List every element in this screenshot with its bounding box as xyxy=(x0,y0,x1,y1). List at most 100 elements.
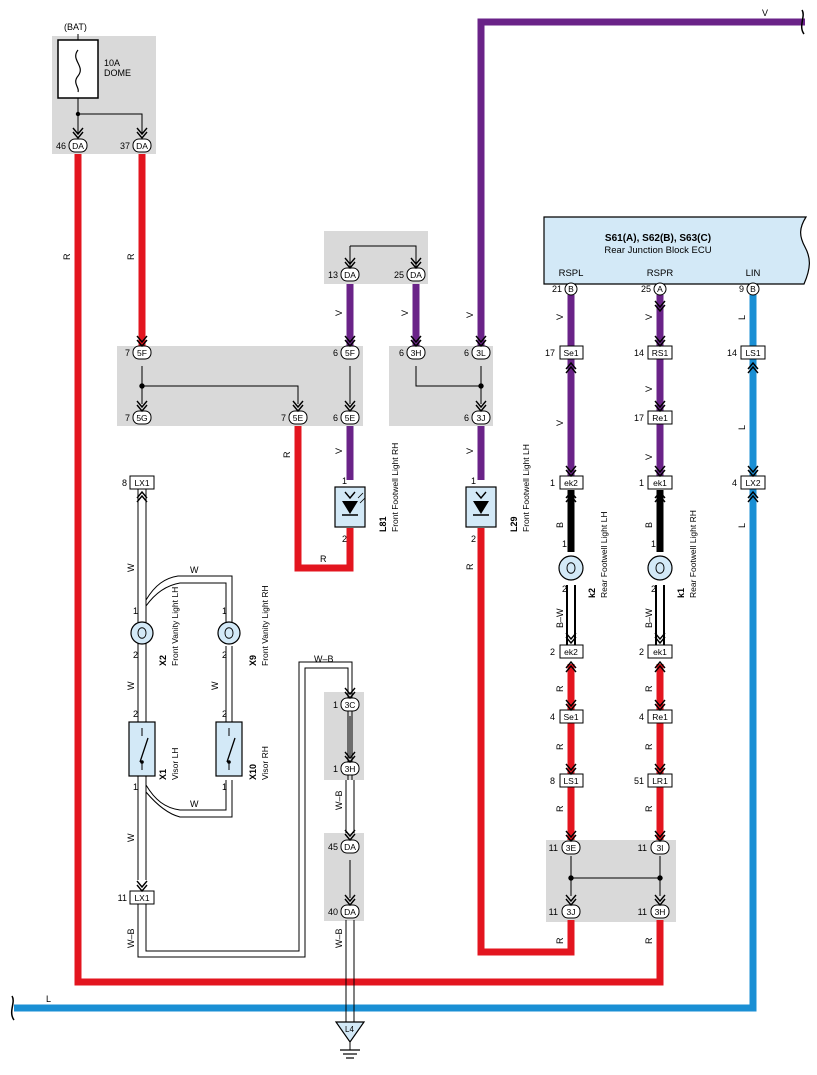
fuse-name: DOME xyxy=(104,68,131,78)
svg-text:6: 6 xyxy=(464,413,469,423)
svg-text:2: 2 xyxy=(550,647,555,657)
svg-text:37: 37 xyxy=(120,141,130,151)
svg-text:LX1: LX1 xyxy=(134,478,149,488)
connector-chevrons xyxy=(72,127,759,907)
svg-text:V: V xyxy=(334,310,344,316)
svg-text:2: 2 xyxy=(471,534,476,544)
svg-text:R: R xyxy=(282,451,292,458)
svg-text:B: B xyxy=(568,284,574,294)
svg-text:5F: 5F xyxy=(137,348,147,358)
svg-text:R: R xyxy=(320,554,327,564)
l81-id: L81 xyxy=(378,516,388,532)
svg-text:DA: DA xyxy=(72,141,84,151)
svg-text:2: 2 xyxy=(562,584,567,594)
front-footwell-light-lh: 1 2 L29 Front Footwell Light LH xyxy=(465,444,531,544)
connector-codes: DA DA DA DA 5F 5F 5G 5E 5E 3H 3L 3J LX1 … xyxy=(72,141,761,917)
svg-text:3H: 3H xyxy=(345,764,356,774)
svg-text:V: V xyxy=(334,448,344,454)
svg-text:DA: DA xyxy=(344,907,356,917)
svg-text:W–B: W–B xyxy=(334,790,344,810)
svg-text:R: R xyxy=(555,743,565,750)
svg-text:3I: 3I xyxy=(656,843,663,853)
svg-text:R: R xyxy=(555,805,565,812)
svg-text:21: 21 xyxy=(552,284,562,294)
svg-text:11: 11 xyxy=(118,893,127,903)
rear-footwell-light-lh: 1 2 k2 Rear Footwell Light LH xyxy=(558,512,609,598)
svg-text:ek2: ek2 xyxy=(564,647,578,657)
svg-text:1: 1 xyxy=(222,782,227,792)
fuse-10a-dome: (BAT) 10A DOME xyxy=(57,22,143,134)
svg-text:46: 46 xyxy=(56,141,66,151)
svg-text:R: R xyxy=(555,937,565,944)
svg-text:V: V xyxy=(762,8,768,18)
svg-text:14: 14 xyxy=(634,348,644,358)
svg-text:W: W xyxy=(126,563,136,572)
svg-text:3H: 3H xyxy=(655,907,666,917)
svg-text:R: R xyxy=(555,685,565,692)
svg-text:B–W: B–W xyxy=(644,608,654,628)
svg-text:LX1: LX1 xyxy=(134,893,149,903)
wire-blue-lin xyxy=(14,295,757,1012)
rear-footwell-light-rh: 1 2 k1 Rear Footwell Light RH xyxy=(647,510,698,598)
fuse-rating: 10A xyxy=(104,58,120,68)
svg-text:5G: 5G xyxy=(136,413,147,423)
x1-id: X1 xyxy=(158,769,168,780)
svg-text:25: 25 xyxy=(641,284,651,294)
k2-name: Rear Footwell Light LH xyxy=(599,512,609,598)
k1-id: k1 xyxy=(676,588,686,598)
svg-text:3J: 3J xyxy=(477,413,486,423)
svg-text:W: W xyxy=(210,681,220,690)
svg-text:B: B xyxy=(644,522,654,528)
ecu-terminal-lin: LIN xyxy=(746,268,761,279)
visor-rh-switch: 2 1 X10 Visor RH xyxy=(215,709,270,792)
svg-text:R: R xyxy=(465,563,475,570)
svg-text:1: 1 xyxy=(471,476,476,486)
x1-name: Visor LH xyxy=(170,748,180,780)
svg-text:2: 2 xyxy=(342,534,347,544)
svg-text:LR1: LR1 xyxy=(652,776,668,786)
svg-text:V: V xyxy=(644,386,654,392)
svg-text:W: W xyxy=(190,799,199,809)
k2-id: k2 xyxy=(587,588,597,598)
svg-text:ek1: ek1 xyxy=(653,647,667,657)
svg-text:7: 7 xyxy=(125,413,130,423)
l29-name: Front Footwell Light LH xyxy=(521,444,531,532)
svg-text:V: V xyxy=(644,454,654,460)
svg-text:DA: DA xyxy=(136,141,148,151)
x9-id: X9 xyxy=(248,655,258,666)
svg-text:L: L xyxy=(737,523,747,528)
x10-name: Visor RH xyxy=(260,746,270,780)
svg-text:LX2: LX2 xyxy=(745,478,760,488)
svg-text:V: V xyxy=(465,312,475,318)
ecu-terminal-rspr: RSPR xyxy=(647,268,674,279)
svg-text:B–W: B–W xyxy=(555,608,565,628)
svg-text:B: B xyxy=(555,522,565,528)
wires xyxy=(14,18,805,1022)
svg-text:V: V xyxy=(555,314,565,320)
svg-text:7: 7 xyxy=(125,348,130,358)
svg-text:V: V xyxy=(400,310,410,316)
svg-text:45: 45 xyxy=(328,842,338,852)
svg-text:LS1: LS1 xyxy=(563,776,578,786)
ecu-title: S61(A), S62(B), S63(C) xyxy=(605,233,711,244)
svg-text:W–B: W–B xyxy=(126,928,136,948)
svg-text:ek2: ek2 xyxy=(564,478,578,488)
ecu-terminal-rspl: RSPL xyxy=(559,268,584,279)
svg-text:3J: 3J xyxy=(567,907,576,917)
svg-text:Re1: Re1 xyxy=(652,712,668,722)
svg-text:25: 25 xyxy=(394,270,404,280)
svg-text:1: 1 xyxy=(550,478,555,488)
svg-text:W: W xyxy=(190,565,199,575)
svg-text:L: L xyxy=(737,315,747,320)
wire-red-l29 xyxy=(477,528,575,956)
svg-text:R: R xyxy=(644,685,654,692)
svg-text:1: 1 xyxy=(333,764,338,774)
svg-text:11: 11 xyxy=(549,843,558,853)
svg-text:7: 7 xyxy=(281,413,286,423)
svg-text:1: 1 xyxy=(651,539,656,549)
svg-text:L: L xyxy=(46,994,51,1004)
svg-text:11: 11 xyxy=(638,907,647,917)
svg-text:2: 2 xyxy=(133,709,138,719)
svg-text:R: R xyxy=(62,253,72,260)
svg-text:2: 2 xyxy=(133,650,138,660)
